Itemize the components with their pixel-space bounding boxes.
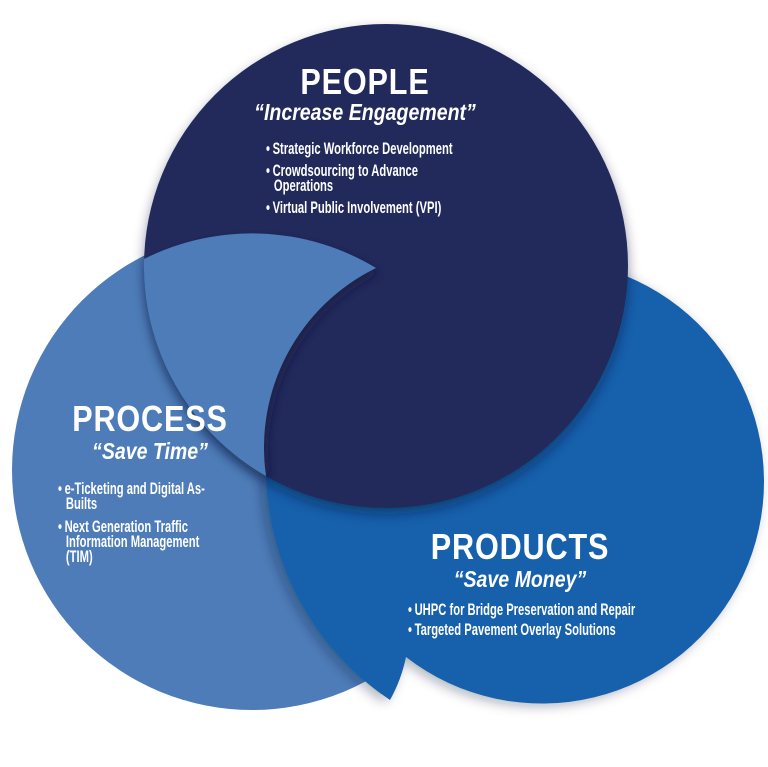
- process-overlap-wedge: [143, 233, 376, 476]
